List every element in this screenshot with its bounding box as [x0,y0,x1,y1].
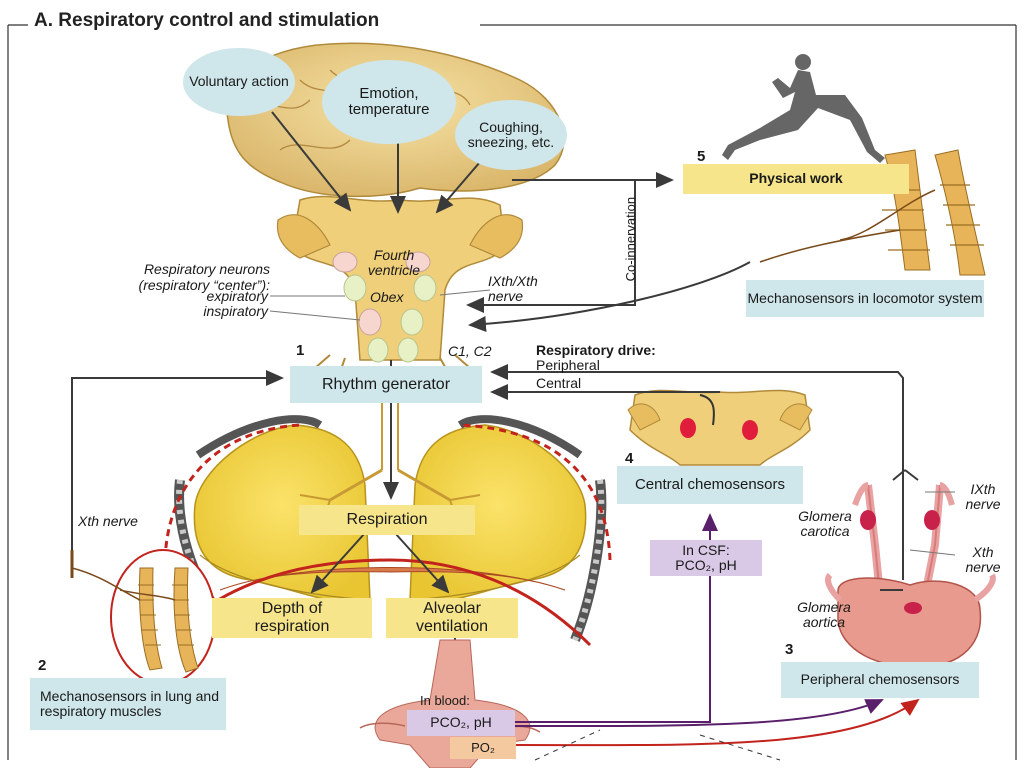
arrow-coinnervation [466,179,636,313]
peripheral-chemosensors-box: Peripheral chemosensors [781,662,979,698]
arrow-xth-nerve-feedback [71,370,284,568]
ixth-xth-nerve-label: IXth/Xth nerve [488,273,538,305]
csf-values: PCO₂, pH [675,557,737,573]
respiratory-center-label: (respiratory “center”): [138,277,270,293]
brainstem-illustration [276,195,524,373]
arrow-blood-to-csf [515,513,718,723]
coughing-sneezing-bubble: Coughing, sneezing, etc. [455,100,567,170]
arrow-to-depth [310,532,366,594]
csf-label: In CSF: [682,541,730,558]
number-3: 3 [785,641,794,658]
emotion-temperature-bubble: Emotion, temperature [322,60,456,144]
in-blood-label: In blood: [420,693,470,708]
central-chemosensors-box: Central chemosensors [617,466,803,504]
expiratory-label: expiratory [206,288,268,304]
xth-nerve-pointer-r [909,549,956,556]
arrow-coughing [435,161,481,214]
runner-figure [722,54,885,163]
obex-label: Obex [370,289,404,305]
heart-vessels-illustration [825,482,996,667]
section-dashed [534,729,781,761]
physical-work-box: Physical work [683,164,909,194]
c1-c2-label: C1, C2 [448,343,492,359]
number-4: 4 [625,450,634,467]
arrow-locomotor-to-center [468,261,751,332]
respiration-box: Respiration [299,505,475,535]
lung-mechanosensors-box: Mechanosensors in lung and respiratory m… [30,678,226,730]
inspiratory-label: inspiratory [203,303,268,319]
blood-pco2-ph-box: PCO₂, pH [407,710,515,736]
arrow-peripheral-drive [490,364,904,580]
ixth-nerve-label-right: IXth nerve [965,481,1001,513]
number-5: 5 [697,148,706,165]
arrow-to-alveolar [394,532,450,594]
depth-of-respiration-box: Depth of respiration [212,598,372,638]
number-1: 1 [296,342,305,359]
glomera-carotica-label: Glomera carotica [798,508,852,540]
voluntary-action-bubble: Voluntary action [183,48,295,116]
figure-title: A. Respiratory control and stimulation [34,10,380,31]
blood-po2-box: PO₂ [450,737,516,759]
inspiratory-pointer [269,310,361,321]
respiratory-neurons-label: Respiratory neurons [143,261,270,277]
lung-mechanosensor-illustration [71,549,216,685]
arrow-blood-po2-peripheral [514,698,920,747]
xth-nerve-label-right: Xth nerve [965,544,1001,576]
central-chemosensor-illustration [627,389,813,466]
coinnervation-label: Co-innervation [622,196,638,282]
csf-box: In CSF: PCO₂, pH [650,540,762,576]
alveolar-ventilation-box: Alveolar ventilation [386,598,518,638]
ixth-nerve-pointer [439,289,491,296]
locomotor-mechanosensors-box: Mechanosensors in locomotor system [746,280,984,317]
xth-nerve-label-left: Xth nerve [78,513,138,529]
central-drive-label: Central [536,375,582,391]
glomera-aortica-label: Glomera aortica [797,599,851,631]
fourth-ventricle-label: Fourth ventricle [367,247,421,279]
number-2: 2 [38,657,47,674]
respiratory-drive-heading: Respiratory drive: [536,342,656,358]
arrow-blood-pco2-peripheral [514,699,884,728]
arrow-voluntary [271,111,352,212]
rhythm-generator-box: Rhythm generator [290,366,482,403]
peripheral-drive-label: Peripheral [536,357,600,373]
